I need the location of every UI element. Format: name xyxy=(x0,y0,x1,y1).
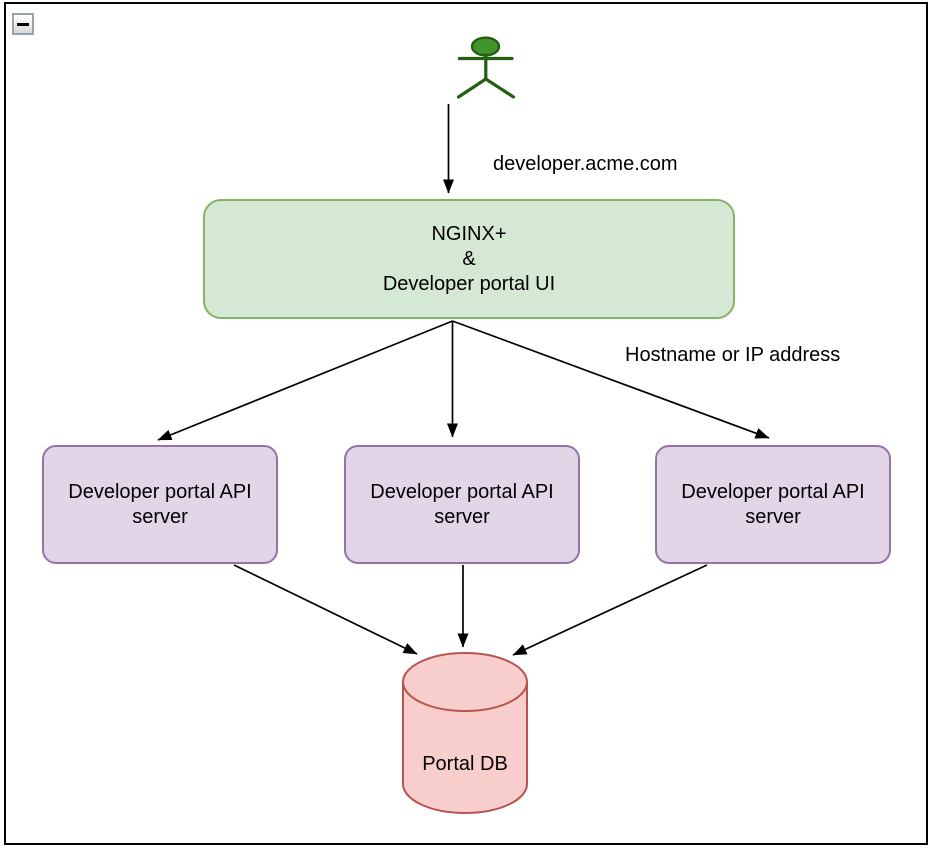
actor-user-node[interactable] xyxy=(456,36,516,99)
edge-label-user-request: developer.acme.com xyxy=(493,153,678,175)
node-api-server-1[interactable]: Developer portal API server xyxy=(42,445,278,564)
node-api-server-2[interactable]: Developer portal API server xyxy=(344,445,580,564)
node-label-line: server xyxy=(132,505,188,528)
node-label-line: Developer portal UI xyxy=(382,272,556,295)
edge-api-3-to-db[interactable] xyxy=(512,564,708,656)
node-portal-db[interactable] xyxy=(402,652,528,814)
node-label-line: Developer portal API xyxy=(68,480,252,503)
edge-gateway-to-api-1[interactable] xyxy=(157,320,453,441)
node-label-portal-db: Portal DB xyxy=(422,753,508,775)
node-label-line: NGINX+ xyxy=(431,222,507,245)
actor-head xyxy=(470,36,501,57)
db-cylinder-top xyxy=(402,652,528,712)
node-label-line: Developer portal API xyxy=(681,480,865,503)
edge-gateway-to-api-3[interactable] xyxy=(452,320,770,439)
actor-leg-left xyxy=(456,77,488,99)
collapse-button[interactable] xyxy=(12,13,34,35)
node-label-line: Developer portal API xyxy=(370,480,554,503)
node-api-server-3[interactable]: Developer portal API server xyxy=(655,445,891,564)
node-nginx-gateway[interactable]: NGINX+ & Developer portal UI xyxy=(203,199,735,319)
node-label-line: server xyxy=(745,505,801,528)
minus-icon xyxy=(17,22,29,26)
actor-leg-right xyxy=(484,77,516,99)
edge-label-load-balancing: Hostname or IP address xyxy=(625,344,841,366)
edge-api-1-to-db[interactable] xyxy=(233,564,418,655)
node-label-line: & xyxy=(462,247,476,270)
db-cylinder-body xyxy=(402,682,528,814)
node-label-line: server xyxy=(434,505,490,528)
